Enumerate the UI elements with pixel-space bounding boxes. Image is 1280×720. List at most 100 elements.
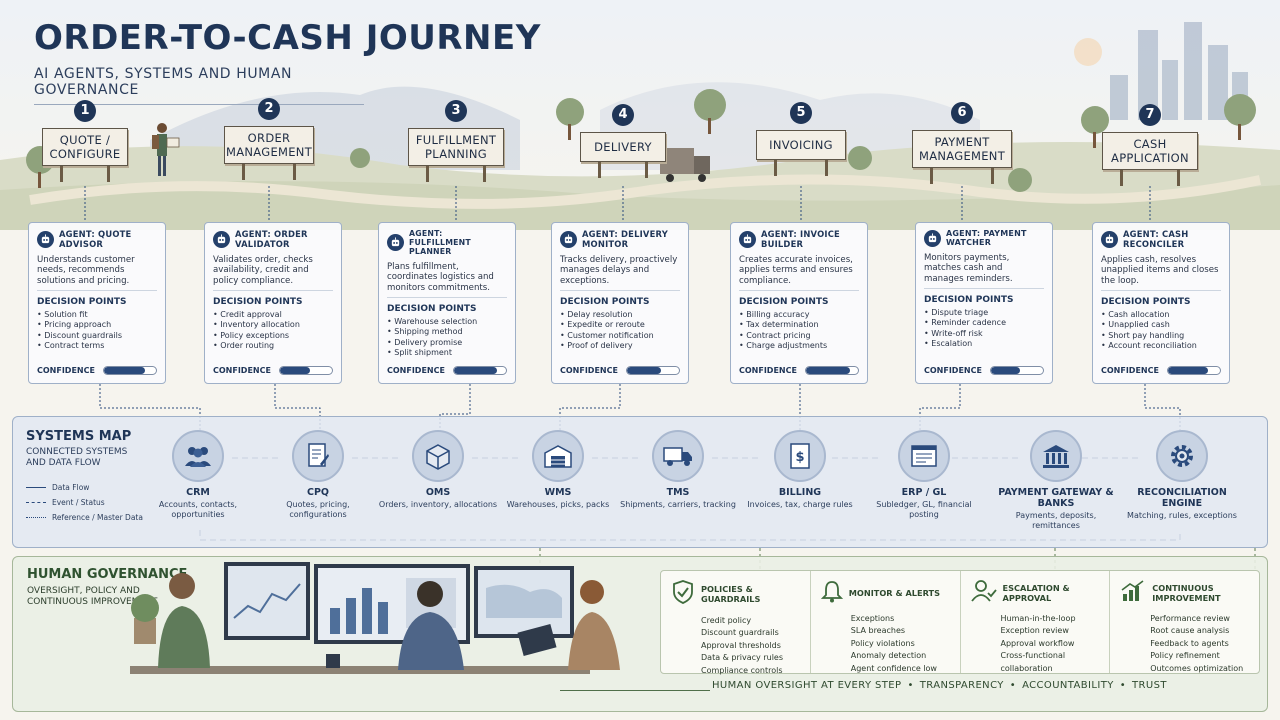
person-check-icon bbox=[970, 579, 997, 607]
governance-escalation[interactable]: ESCALATION & APPROVAL Human-in-the-loop … bbox=[961, 571, 1111, 673]
governance-item: Agent confidence low bbox=[850, 663, 937, 673]
sign-posts bbox=[224, 164, 314, 180]
agent-card-delivery-monitor[interactable]: AGENT: DELIVERY MONITOR Tracks delivery,… bbox=[551, 222, 689, 384]
system-description: Invoices, tax, charge rules bbox=[747, 500, 853, 509]
system-wms[interactable]: WMS Warehouses, picks, packs bbox=[498, 430, 618, 510]
governance-column-title: CONTINUOUS IMPROVEMENT bbox=[1152, 583, 1221, 603]
stage-6[interactable]: 6 PAYMENT MANAGEMENT bbox=[912, 102, 1012, 184]
decision-points-list: Warehouse selection Shipping method Deli… bbox=[387, 317, 507, 358]
system-description: Accounts, contacts, opportunities bbox=[158, 500, 238, 519]
confidence-fill bbox=[103, 367, 145, 374]
robot-icon bbox=[37, 230, 54, 248]
agent-name: AGENT: FULFILLMENT PLANNER bbox=[409, 229, 471, 256]
stage-label: CASH APPLICATION bbox=[1102, 132, 1198, 170]
stage-number: 1 bbox=[74, 100, 96, 122]
system-oms[interactable]: OMS Orders, inventory, allocations bbox=[378, 430, 498, 510]
agent-card-cash-reconciler[interactable]: AGENT: CASH RECONCILER Applies cash, res… bbox=[1092, 222, 1230, 384]
governance-policies[interactable]: POLICIES & GUARDRAILS Credit policy Disc… bbox=[661, 571, 811, 675]
decision-points-list: Credit approval Inventory allocation Pol… bbox=[213, 310, 333, 351]
confidence-meter: CONFIDENCE bbox=[213, 366, 333, 375]
governance-columns: POLICIES & GUARDRAILS Credit policy Disc… bbox=[660, 570, 1260, 675]
confidence-label: CONFIDENCE bbox=[1101, 366, 1159, 375]
agent-name: AGENT: ORDER VALIDATOR bbox=[235, 229, 308, 249]
decision-point: Warehouse selection bbox=[387, 317, 507, 327]
footer-item: HUMAN OVERSIGHT AT EVERY STEP bbox=[712, 680, 902, 691]
decision-points-title: DECISION POINTS bbox=[213, 297, 303, 308]
confidence-fill bbox=[453, 367, 497, 374]
decision-point: Contract pricing bbox=[739, 331, 859, 341]
box-icon bbox=[412, 430, 464, 482]
agent-card-invoice-builder[interactable]: AGENT: INVOICE BUILDER Creates accurate … bbox=[730, 222, 868, 384]
decision-points-title: DECISION POINTS bbox=[1101, 297, 1191, 308]
footer-separator: • bbox=[1009, 680, 1017, 691]
system-description: Quotes, pricing, configurations bbox=[286, 500, 350, 519]
invoice-icon: $ bbox=[774, 430, 826, 482]
system-payment-gateway[interactable]: PAYMENT GATEWAY & BANKS Payments, deposi… bbox=[996, 430, 1116, 531]
stage-number: 4 bbox=[612, 104, 634, 126]
governance-items: Exceptions SLA breaches Policy violation… bbox=[821, 613, 954, 675]
sign-posts bbox=[756, 160, 846, 176]
decision-point: Account reconciliation bbox=[1101, 341, 1221, 351]
agent-card-order-validator[interactable]: AGENT: ORDER VALIDATOR Validates order, … bbox=[204, 222, 342, 384]
confidence-bar bbox=[278, 366, 333, 375]
system-description: Payments, deposits, remittances bbox=[1015, 511, 1097, 530]
system-name: TMS bbox=[666, 487, 690, 498]
system-name: OMS bbox=[425, 487, 451, 498]
system-tms[interactable]: TMS Shipments, carriers, tracking bbox=[618, 430, 738, 510]
stage-4[interactable]: 4 DELIVERY bbox=[580, 104, 666, 178]
stage-7[interactable]: 7 CASH APPLICATION bbox=[1102, 104, 1198, 186]
system-reconciliation-engine[interactable]: RECONCILIATION ENGINE Matching, rules, e… bbox=[1122, 430, 1242, 521]
sign-posts bbox=[1102, 170, 1198, 186]
footer-separator: • bbox=[907, 680, 914, 691]
decision-points-title: DECISION POINTS bbox=[387, 304, 477, 315]
confidence-bar bbox=[625, 366, 680, 375]
operations-team-illustration bbox=[130, 562, 620, 674]
governance-item: Performance review bbox=[1150, 614, 1230, 623]
governance-item: Approval thresholds bbox=[701, 640, 781, 650]
warehouse-icon bbox=[532, 430, 584, 482]
system-billing[interactable]: $ BILLING Invoices, tax, charge rules bbox=[740, 430, 860, 510]
footer-separator: • bbox=[1119, 680, 1127, 691]
system-description: Warehouses, picks, packs bbox=[506, 500, 610, 509]
bank-icon bbox=[1030, 430, 1082, 482]
decision-point: Policy exceptions bbox=[213, 331, 333, 341]
confidence-meter: CONFIDENCE bbox=[739, 366, 859, 375]
system-crm[interactable]: CRM Accounts, contacts, opportunities bbox=[138, 430, 258, 520]
system-cpq[interactable]: CPQ Quotes, pricing, configurations bbox=[258, 430, 378, 520]
governance-monitor[interactable]: MONITOR & ALERTS Exceptions SLA breaches… bbox=[811, 571, 961, 673]
system-erp-gl[interactable]: ERP / GL Subledger, GL, financial postin… bbox=[864, 430, 984, 520]
governance-items: Credit policy Discount guardrails Approv… bbox=[671, 615, 804, 677]
agent-description: Applies cash, resolves unapplied items a… bbox=[1101, 255, 1221, 292]
stage-label: ORDER MANAGEMENT bbox=[224, 126, 314, 164]
footer-item: TRUST bbox=[1132, 680, 1167, 691]
ledger-icon bbox=[898, 430, 950, 482]
governance-column-title: MONITOR & ALERTS bbox=[848, 588, 941, 598]
decision-point: Proof of delivery bbox=[560, 341, 680, 351]
decision-point: Pricing approach bbox=[37, 320, 157, 330]
stage-1[interactable]: 1 QUOTE / CONFIGURE bbox=[42, 100, 128, 182]
decision-point: Discount guardrails bbox=[37, 331, 157, 341]
stage-5[interactable]: 5 INVOICING bbox=[756, 102, 846, 176]
title-block: ORDER-TO-CASH JOURNEY AI AGENTS, SYSTEMS… bbox=[34, 18, 541, 105]
legend-event-status: Event / Status bbox=[52, 498, 105, 507]
governance-item: Feedback to agents bbox=[1150, 638, 1229, 648]
decision-points-list: Dispute triage Reminder cadence Write-of… bbox=[924, 308, 1044, 349]
agent-card-payment-watcher[interactable]: AGENT: PAYMENT WATCHER Monitors payments… bbox=[915, 222, 1053, 384]
confidence-meter: CONFIDENCE bbox=[37, 366, 157, 375]
stage-number: 2 bbox=[258, 98, 280, 120]
confidence-label: CONFIDENCE bbox=[924, 366, 982, 375]
stage-3[interactable]: 3 FULFILLMENT PLANNING bbox=[408, 100, 504, 182]
confidence-bar bbox=[989, 366, 1044, 375]
system-description: Shipments, carriers, tracking bbox=[620, 500, 736, 509]
confidence-fill bbox=[990, 367, 1020, 374]
stage-label: FULFILLMENT PLANNING bbox=[408, 128, 504, 166]
confidence-meter: CONFIDENCE bbox=[387, 366, 507, 375]
stage-label: DELIVERY bbox=[580, 132, 666, 162]
legend-dashed-line bbox=[26, 502, 46, 503]
stage-2[interactable]: 2 ORDER MANAGEMENT bbox=[224, 98, 314, 180]
governance-improvement[interactable]: CONTINUOUS IMPROVEMENT Performance revie… bbox=[1110, 571, 1259, 673]
agent-card-fulfillment-planner[interactable]: AGENT: FULFILLMENT PLANNER Plans fulfill… bbox=[378, 222, 516, 384]
governance-item: SLA breaches bbox=[850, 626, 906, 636]
agent-card-quote-advisor[interactable]: AGENT: QUOTE ADVISOR Understands custome… bbox=[28, 222, 166, 384]
decision-point: Expedite or reroute bbox=[560, 320, 680, 330]
